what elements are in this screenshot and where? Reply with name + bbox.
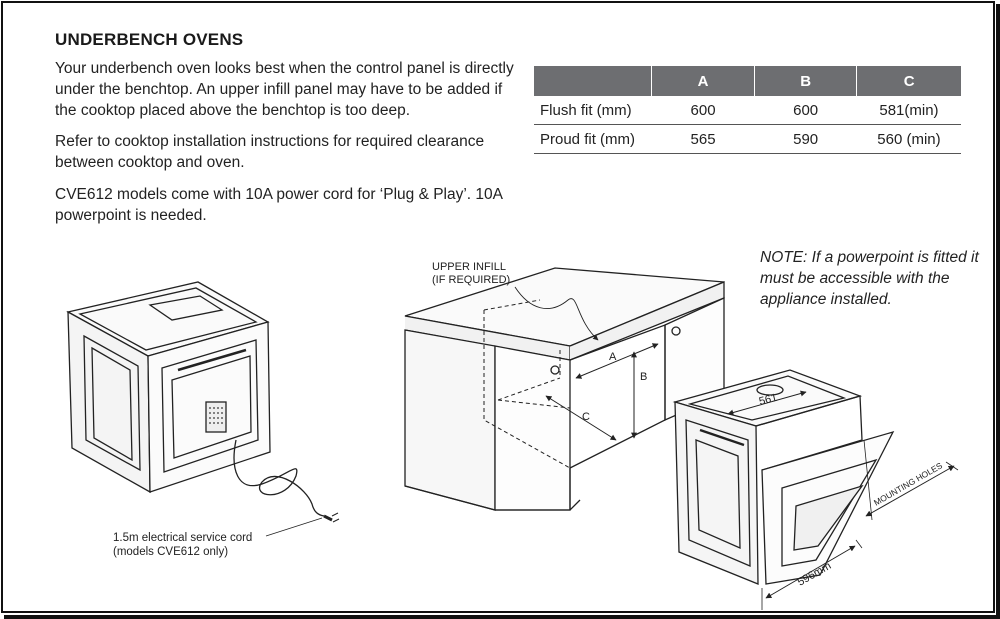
table-row: Flush fit (mm) 600 600 581(min) (534, 96, 961, 125)
cell-proud-c: 560 (min) (856, 124, 961, 154)
upper-infill-label-line1: UPPER INFILL (432, 261, 506, 273)
oven-front-illustration (672, 369, 959, 610)
powerpoint-note: NOTE: If a powerpoint is fitted it must … (760, 249, 979, 308)
table-header-row: A B C (534, 66, 961, 96)
dimension-c-label: C (582, 411, 590, 423)
cord-caption-line2: (models CVE612 only) (113, 546, 228, 558)
table-header-c: C (856, 66, 961, 96)
dimension-b-label: B (640, 371, 647, 383)
oven-rear-illustration (66, 281, 340, 537)
paragraph-clearance: Refer to cooktop installation instructio… (55, 133, 485, 171)
upper-infill-label-line2: (IF REQUIRED) (432, 274, 510, 286)
table-header-blank (534, 66, 652, 96)
mounting-holes-label: MOUNTING HOLES (872, 460, 944, 508)
frame-shadow-bottom (4, 615, 1000, 619)
cell-flush-b: 600 (754, 96, 857, 125)
cabinet-illustration (404, 267, 725, 511)
cell-proud-a: 565 (651, 124, 755, 154)
cell-flush-c: 581(min) (856, 96, 961, 125)
cell-flush-a: 600 (651, 96, 755, 125)
fit-dimensions-table: A B C Flush fit (mm) 600 600 581(min) Pr… (534, 66, 961, 154)
paragraph-power-cord: CVE612 models come with 10A power cord f… (55, 186, 503, 224)
dimension-a-label: A (609, 351, 617, 363)
cell-proud-b: 590 (754, 124, 857, 154)
paragraph-appearance: Your underbench oven looks best when the… (55, 60, 514, 119)
table-row: Proud fit (mm) 565 590 560 (min) (534, 124, 961, 154)
table-header-b: B (753, 66, 857, 96)
row-label-flush: Flush fit (mm) (534, 96, 652, 125)
table-header-a: A (651, 66, 755, 96)
section-heading: UNDERBENCH OVENS (55, 30, 244, 49)
frame-shadow-right (996, 4, 1000, 619)
row-label-proud: Proud fit (mm) (534, 124, 652, 154)
dimension-561-label: 561 (758, 392, 779, 408)
cord-caption-line1: 1.5m electrical service cord (113, 532, 252, 544)
